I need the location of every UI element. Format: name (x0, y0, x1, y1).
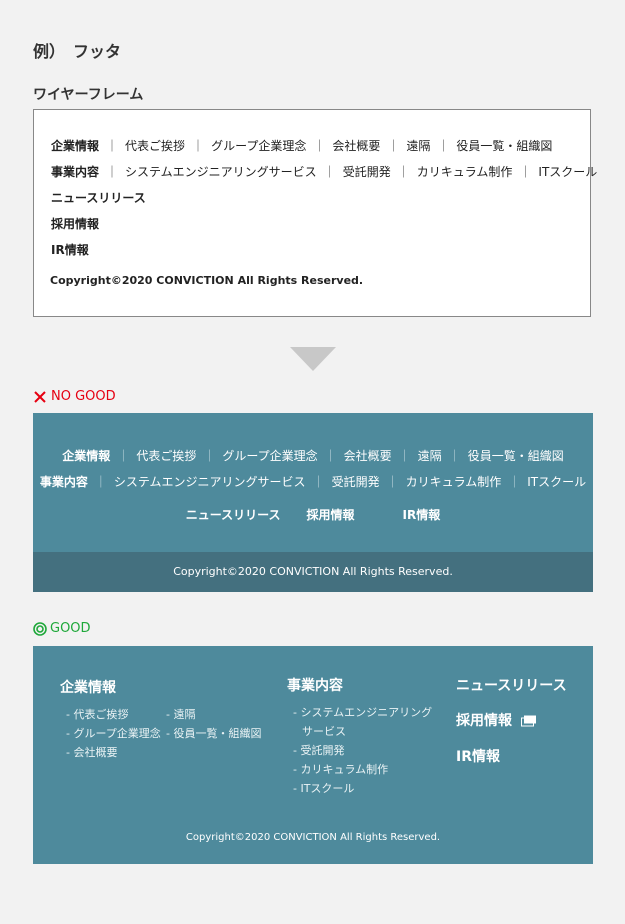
no-good-footer: 企業情報｜代表ご挨拶｜グループ企業理念｜会社概要｜遠隔｜役員一覧・組織図 事業内… (33, 413, 593, 592)
wire-link-recruit[interactable]: 採用情報 (51, 217, 100, 231)
good-label: GOOD (33, 621, 91, 636)
cross-icon (34, 390, 46, 403)
double-circle-icon (33, 621, 47, 636)
external-window-icon (520, 715, 536, 727)
ng-link-greeting[interactable]: 代表ご挨拶 (136, 449, 197, 463)
down-arrow-icon (290, 347, 336, 371)
ng-copyright: Copyright©2020 CONVICTION All Rights Res… (33, 552, 593, 592)
wire-link-company[interactable]: 企業情報 (51, 139, 100, 153)
good-link-school[interactable]: - ITスクール (293, 782, 355, 795)
good-link-overview[interactable]: - 会社概要 (66, 746, 118, 759)
ng-link-remote[interactable]: 遠隔 (417, 449, 442, 463)
ng-row-business: 事業内容｜システムエンジニアリングサービス｜受託開発｜カリキュラム制作｜ITスク… (39, 475, 587, 489)
ng-link-company[interactable]: 企業情報 (62, 449, 111, 463)
good-link-philosophy[interactable]: - グループ企業理念 (66, 727, 161, 740)
no-good-label: NO GOOD (33, 389, 116, 404)
good-copyright: Copyright©2020 CONVICTION All Rights Res… (185, 832, 441, 843)
ng-row-others: ニュースリリース 採用情報 IR情報 (33, 506, 593, 523)
example-heading: 例） フッタ (33, 42, 122, 61)
good-link-ses[interactable]: - システムエンジニアリング (293, 706, 433, 719)
good-link-remote[interactable]: - 遠隔 (166, 708, 196, 721)
good-link-ses-cont[interactable]: サービス (302, 725, 346, 738)
ng-link-school[interactable]: ITスクール (527, 475, 587, 489)
good-col-business-title[interactable]: 事業内容 (287, 678, 343, 694)
wire-row-company: 企業情報｜代表ご挨拶｜グループ企業理念｜会社概要｜遠隔｜役員一覧・組織図 (51, 139, 553, 153)
wire-link-contract[interactable]: 受託開発 (342, 165, 391, 179)
good-link-officers[interactable]: - 役員一覧・組織図 (166, 727, 262, 740)
wireframe-footer: 企業情報｜代表ご挨拶｜グループ企業理念｜会社概要｜遠隔｜役員一覧・組織図 事業内… (33, 109, 597, 317)
good-footer: 企業情報 - 代表ご挨拶 - グループ企業理念 - 会社概要 - 遠隔 - 役員… (33, 646, 593, 864)
ng-link-contract[interactable]: 受託開発 (331, 475, 380, 489)
ng-link-curriculum[interactable]: カリキュラム制作 (405, 475, 502, 489)
ng-link-news[interactable]: ニュースリリース (185, 508, 281, 522)
wire-link-ses[interactable]: システムエンジニアリングサービス (125, 165, 317, 179)
wireframe-heading: ワイヤーフレーム (33, 87, 144, 103)
wire-link-overview[interactable]: 会社概要 (332, 139, 381, 153)
wire-link-officers[interactable]: 役員一覧・組織図 (456, 139, 553, 153)
wire-link-greeting[interactable]: 代表ご挨拶 (125, 139, 186, 153)
ng-link-business[interactable]: 事業内容 (39, 475, 88, 489)
wire-link-school[interactable]: ITスクール (538, 165, 598, 179)
ng-link-recruit[interactable]: 採用情報 (306, 508, 355, 522)
ng-link-ir[interactable]: IR情報 (402, 508, 441, 522)
ng-row-company: 企業情報｜代表ご挨拶｜グループ企業理念｜会社概要｜遠隔｜役員一覧・組織図 (62, 449, 564, 463)
wire-link-business[interactable]: 事業内容 (51, 165, 100, 179)
good-link-greeting[interactable]: - 代表ご挨拶 (66, 708, 129, 721)
wire-link-remote[interactable]: 遠隔 (406, 139, 431, 153)
ng-link-philosophy[interactable]: グループ企業理念 (222, 449, 318, 463)
ng-link-ses[interactable]: システムエンジニアリングサービス (113, 475, 306, 489)
good-link-ir[interactable]: IR情報 (456, 749, 500, 765)
wire-link-ir[interactable]: IR情報 (51, 243, 89, 257)
wire-row-business: 事業内容｜システムエンジニアリングサービス｜受託開発｜カリキュラム制作｜ITスク… (51, 165, 598, 179)
good-link-contract[interactable]: - 受託開発 (293, 744, 345, 757)
wire-link-curriculum[interactable]: カリキュラム制作 (416, 165, 513, 179)
ng-link-overview[interactable]: 会社概要 (343, 449, 392, 463)
good-link-recruit[interactable]: 採用情報 (456, 710, 537, 730)
wire-link-news[interactable]: ニュースリリース (51, 191, 146, 205)
good-col-company-title[interactable]: 企業情報 (60, 680, 116, 696)
wire-link-philosophy[interactable]: グループ企業理念 (211, 139, 307, 153)
wire-copyright: Copyright©2020 CONVICTION All Rights Res… (50, 274, 364, 287)
good-link-news[interactable]: ニュースリリース (456, 678, 567, 694)
good-link-curriculum[interactable]: - カリキュラム制作 (293, 763, 389, 776)
ng-link-officers[interactable]: 役員一覧・組織図 (467, 449, 564, 463)
